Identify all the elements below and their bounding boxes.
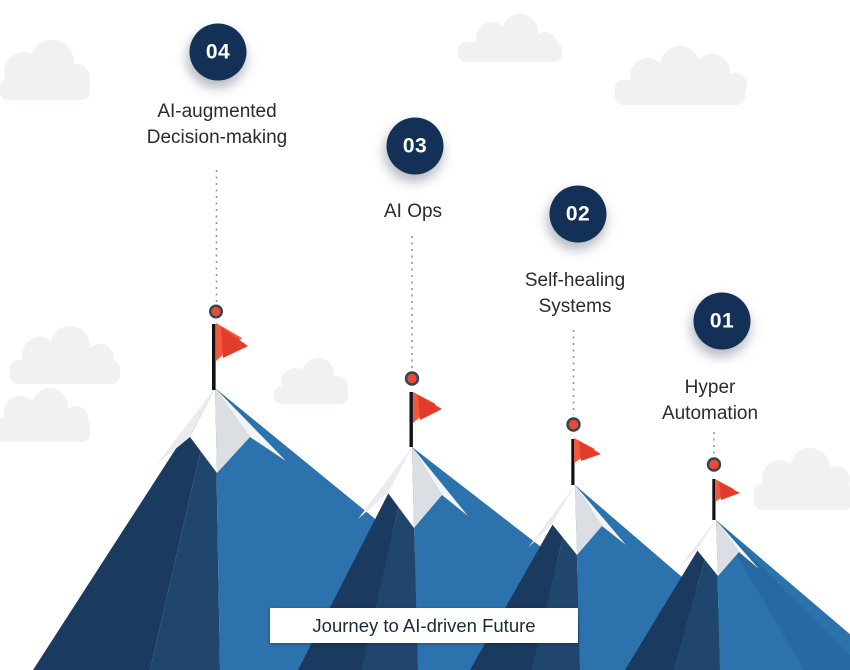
flag-icon — [712, 479, 740, 520]
mountain-face — [150, 388, 220, 670]
milestone-badge-02: 02 — [549, 185, 607, 243]
flag-pole — [409, 392, 413, 447]
cloud-icon — [458, 14, 562, 62]
mountain-face — [625, 520, 716, 670]
cloud-icon — [274, 358, 348, 404]
cloud-icon — [615, 46, 747, 105]
snow-cap — [676, 520, 759, 576]
cloud-icon — [754, 448, 850, 510]
snow-cap — [358, 447, 468, 528]
flag-pole — [712, 479, 716, 520]
flag-icon — [409, 392, 442, 447]
cloud-icon — [10, 326, 120, 384]
milestone-label-line: AI-augmented — [157, 101, 277, 122]
mountain-4 — [625, 520, 850, 670]
mountain-face — [33, 388, 215, 670]
milestone-label-line: Self-healing — [524, 270, 626, 291]
mountain-face — [716, 520, 850, 670]
marker-dot-icon — [208, 304, 722, 472]
dashed-connector — [215, 170, 715, 456]
milestone-label-01: Hyper Automation — [662, 375, 758, 427]
title-banner: Journey to AI-driven Future — [270, 608, 578, 643]
milestone-label-line: Systems — [538, 296, 612, 317]
milestone-label-02: Self-healing Systems — [525, 268, 625, 320]
milestone-badge-04: 04 — [189, 23, 247, 81]
milestone-label-line: Hyper — [684, 377, 736, 398]
milestone-label-03: AI Ops — [384, 199, 442, 225]
flag-icon — [571, 438, 601, 485]
flag-pole — [571, 439, 575, 485]
milestone-label-line: AI Ops — [383, 201, 443, 222]
snow-cap — [528, 485, 626, 555]
milestone-label-line: Automation — [661, 403, 759, 424]
milestone-badge-03: 03 — [386, 117, 444, 175]
milestone-label-line: Decision-making — [146, 127, 288, 148]
milestone-label-04: AI-augmented Decision-making — [147, 99, 287, 151]
cloud-icon — [0, 388, 90, 442]
snow-cap — [157, 388, 286, 473]
title-banner-label: Journey to AI-driven Future — [312, 614, 536, 636]
flag-pole — [212, 324, 216, 390]
cloud-icon — [0, 40, 90, 100]
flag-icon — [212, 323, 248, 390]
milestone-badge-01: 01 — [693, 292, 751, 350]
